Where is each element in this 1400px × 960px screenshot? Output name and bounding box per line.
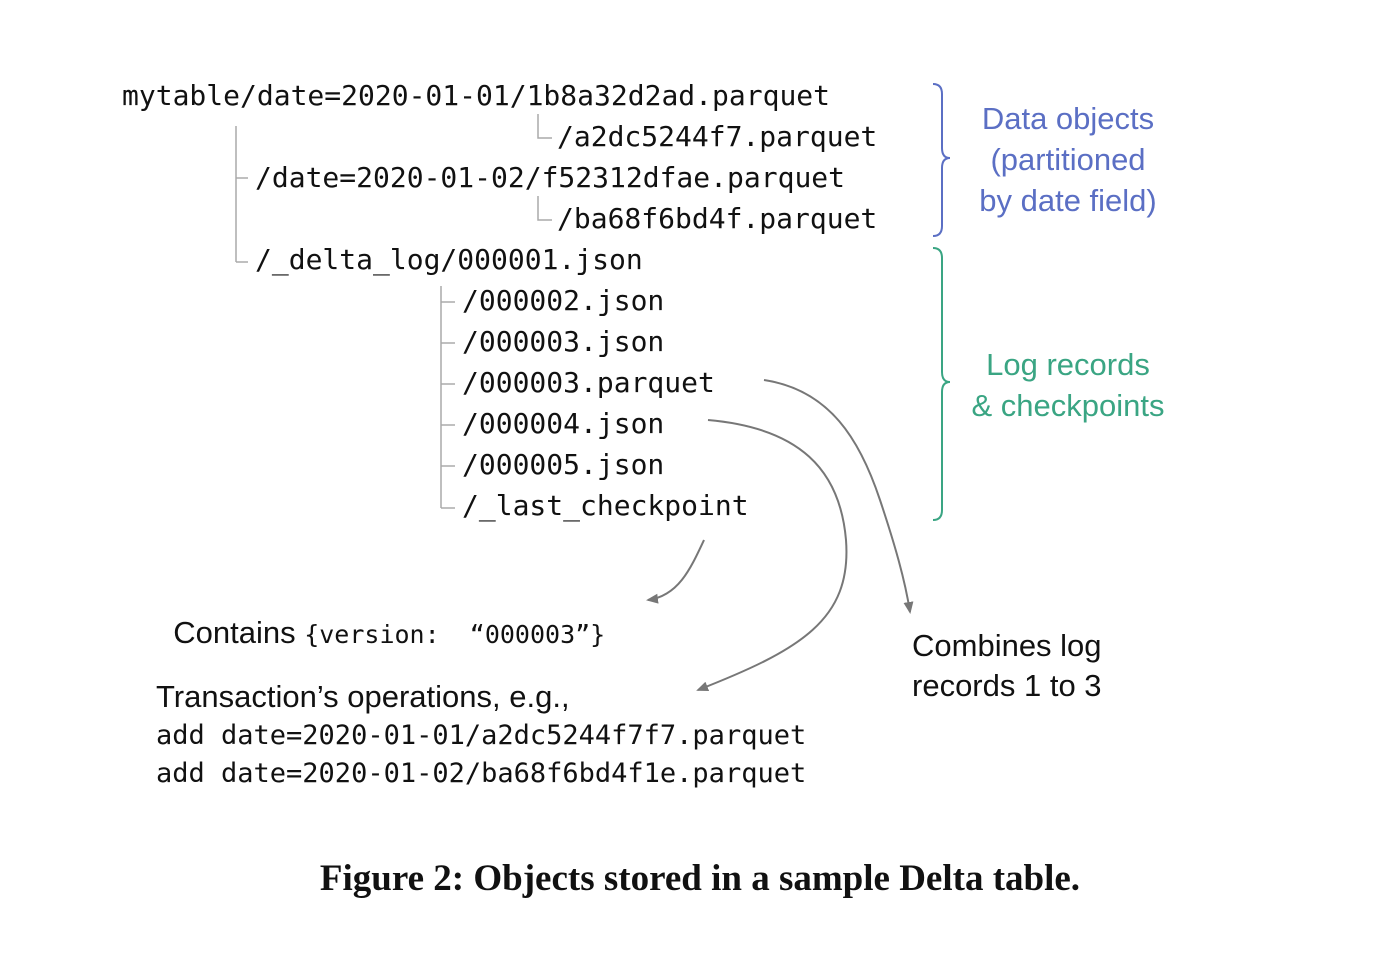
data-objects-label-line1: Data objects — [981, 101, 1155, 136]
connector-ba68 — [537, 196, 552, 221]
connector-a2dc — [537, 114, 552, 139]
tree-file-ba68: /ba68f6bd4f.parquet — [557, 202, 878, 235]
tree-connectors — [235, 114, 552, 509]
log-records-label: Log records & checkpoints — [938, 344, 1198, 426]
transaction-title: Transaction’s operations, e.g., — [156, 679, 570, 714]
combines-line-1: Combines log — [912, 628, 1102, 663]
tree-log-000005: /000005.json — [462, 448, 665, 481]
contains-version-code: {version: “000003”} — [304, 620, 606, 649]
combines-line-2: records 1 to 3 — [912, 668, 1102, 703]
tree-root-path: mytable/date=2020-01-01/1b8a32d2ad.parqu… — [122, 79, 831, 112]
log-records-label-line1: Log records — [986, 347, 1150, 382]
tree-file-a2dc: /a2dc5244f7.parquet — [557, 120, 878, 153]
data-objects-label-line3: by date field) — [979, 183, 1157, 218]
contains-prefix: Contains — [173, 615, 305, 650]
tree-log-000003-parquet: /000003.parquet — [462, 366, 715, 399]
transaction-line-1: add date=2020-01-01/a2dc5244f7f7.parquet — [156, 720, 807, 751]
arrow-checkpoint-to-contains — [646, 539, 705, 604]
transaction-line-2: add date=2020-01-02/ba68f6bd4f1e.parquet — [156, 758, 807, 789]
data-objects-label-line2: (partitioned — [990, 142, 1146, 177]
tree-log-000004: /000004.json — [462, 407, 665, 440]
data-objects-bracket — [932, 83, 951, 237]
arrow-log4-to-transaction — [696, 419, 848, 692]
log-records-bracket — [932, 247, 951, 521]
arrow-parquet-to-combines — [763, 379, 914, 614]
data-objects-label: Data objects (partitioned by date field) — [938, 98, 1198, 221]
tree-date-0102: /date=2020-01-02/f52312dfae.parquet — [255, 161, 846, 194]
log-records-label-line2: & checkpoints — [971, 388, 1165, 423]
tree-log-000002: /000002.json — [462, 284, 665, 317]
figure-caption: Figure 2: Objects stored in a sample Del… — [319, 858, 1081, 899]
tree-last-checkpoint: /_last_checkpoint — [462, 489, 749, 522]
contains-annotation: Contains {version: “000003”} — [156, 586, 605, 648]
tree-delta-log: /_delta_log/000001.json — [255, 243, 643, 276]
tree-log-000003: /000003.json — [462, 325, 665, 358]
